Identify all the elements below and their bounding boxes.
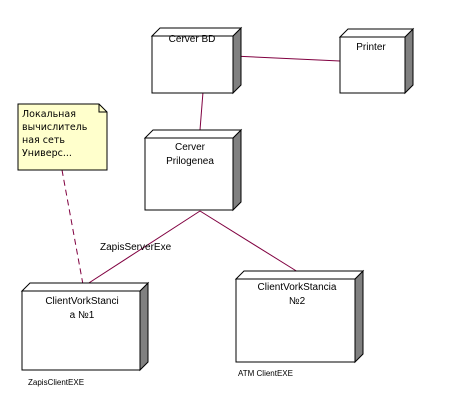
node-printer[interactable]: [338, 27, 415, 95]
link-serverbd-printer: [232, 55, 341, 62]
connections: [77, 55, 341, 291]
node-client-ws2[interactable]: [234, 269, 365, 364]
client-ws2-label-line1: ClientVorkStancia: [258, 282, 337, 293]
link-appserver-ws1: [77, 210, 201, 291]
server-bd-label: Cerver BD: [169, 34, 216, 45]
note-anchor-line: [61, 169, 85, 291]
client-ws1-artifact: ZapisClientEXE: [28, 378, 84, 387]
printer-label: Printer: [356, 42, 386, 53]
note-line-1: Локальная: [22, 109, 76, 120]
node-server-bd[interactable]: [150, 26, 243, 95]
client-ws1-label-line2: a №1: [70, 310, 95, 321]
link-appserver-ws2: [199, 210, 299, 273]
app-server-label-line2: Prilogenea: [166, 156, 214, 167]
note[interactable]: [17, 103, 108, 171]
note-line-2: вычислитель: [22, 122, 88, 133]
note-line-4: Универс...: [22, 148, 72, 159]
link-serverbd-appserver: [199, 91, 204, 131]
client-ws2-label-line2: №2: [289, 296, 306, 307]
client-ws1-label-line1: ClientVorkStanci: [45, 296, 118, 307]
server-exe-label: ZapisServerExe: [100, 242, 172, 253]
node-app-server[interactable]: [143, 128, 243, 212]
note-line-3: ная сеть: [22, 135, 65, 146]
node-client-ws1[interactable]: [20, 281, 150, 372]
client-ws2-artifact: ATM ClientEXE: [238, 369, 293, 378]
app-server-label-line1: Cerver: [175, 142, 206, 153]
